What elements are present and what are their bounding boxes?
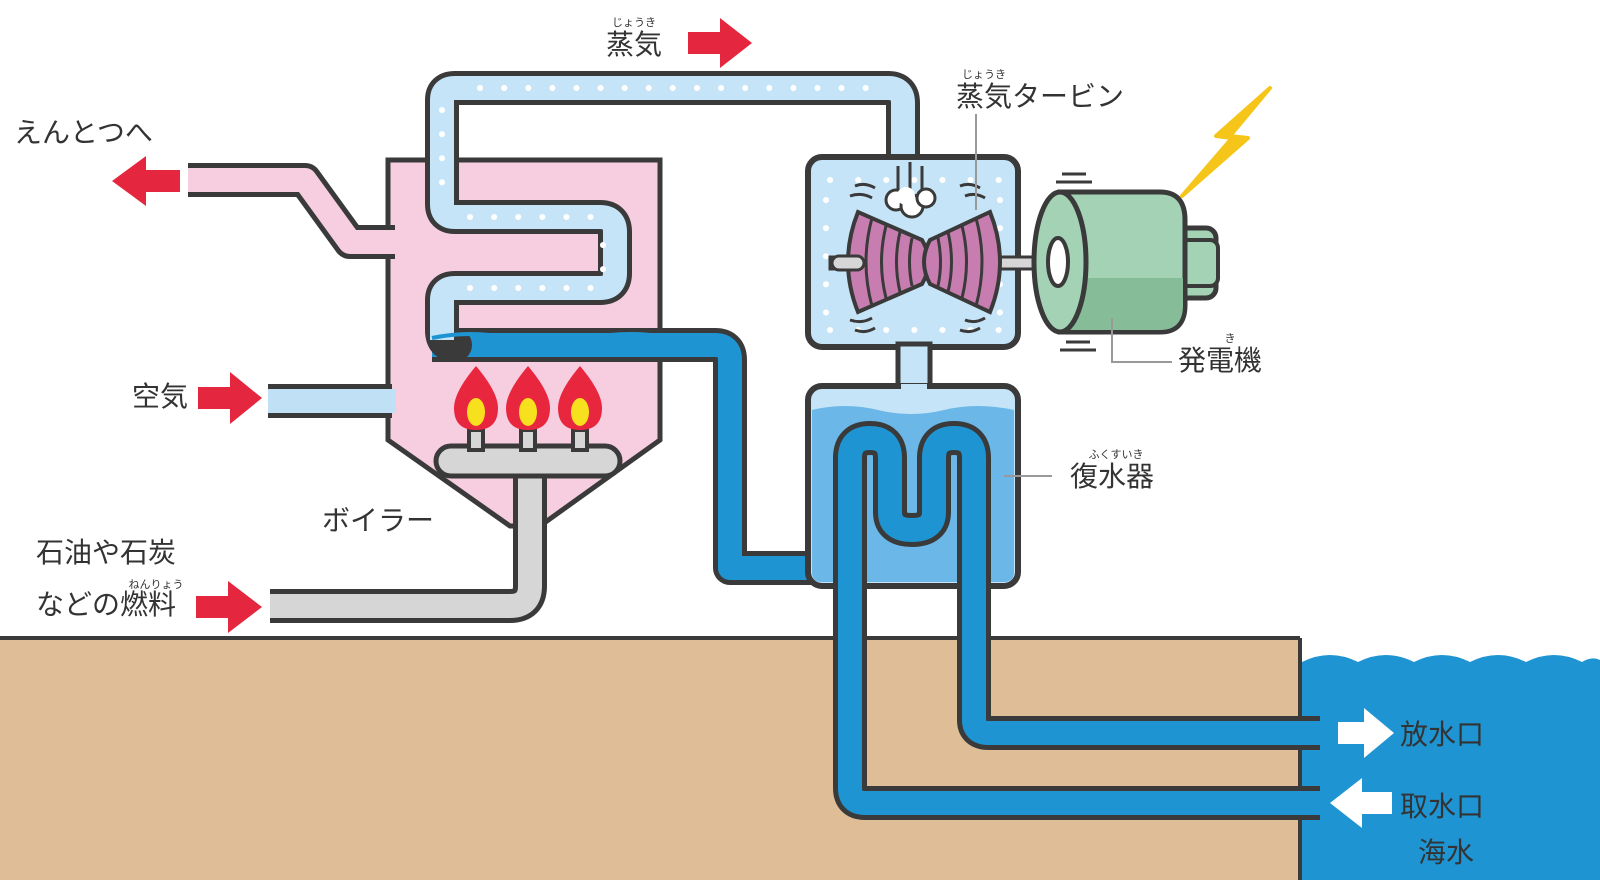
boiler-label: ボイラー bbox=[322, 504, 434, 537]
fuel-pipe-fill bbox=[270, 462, 542, 618]
lightning-icon bbox=[1180, 86, 1272, 198]
steam-ruby: じょうき bbox=[612, 16, 656, 29]
chimney-duct-fill bbox=[188, 168, 398, 254]
burner-nozzle-2 bbox=[519, 428, 537, 452]
air-duct-fill bbox=[268, 389, 396, 413]
turbine-motion-lines bbox=[849, 182, 986, 334]
flame-icon bbox=[454, 366, 602, 430]
cooling-pipe-fill bbox=[838, 426, 1320, 815]
burner-nozzle-1 bbox=[467, 428, 485, 452]
fuel-label-line1: 石油や石炭 bbox=[36, 536, 176, 569]
ground bbox=[0, 638, 1300, 880]
generator bbox=[1031, 172, 1220, 352]
arrow-left-icon bbox=[112, 156, 180, 206]
steam-label: 蒸気 bbox=[606, 28, 662, 61]
condenser-label: 復水器 bbox=[1070, 460, 1154, 493]
steam-puff-icon bbox=[884, 162, 937, 219]
generator-ruby: き bbox=[1225, 332, 1236, 345]
outlet-label: 放水口 bbox=[1400, 718, 1484, 751]
arrow-right-icon bbox=[1338, 708, 1394, 758]
turbine-rotor bbox=[830, 209, 1002, 315]
leader-generator bbox=[1111, 318, 1172, 363]
seawater-label: 海水 bbox=[1418, 836, 1474, 869]
chimney-label: えんとつへ bbox=[14, 116, 153, 149]
arrow-right-icon bbox=[688, 18, 752, 68]
fuel-label-line2: などの燃料 bbox=[36, 588, 176, 621]
fuel-ruby: ねんりょう bbox=[129, 578, 184, 591]
generator-label: 発電機 bbox=[1178, 344, 1262, 377]
condenser-neck-cover bbox=[901, 384, 927, 392]
turbine-ruby: じょうき bbox=[962, 68, 1006, 81]
arrow-left-icon bbox=[1330, 778, 1392, 828]
intake-label: 取水口 bbox=[1400, 790, 1484, 823]
condenser-ruby: ふくすいき bbox=[1089, 448, 1144, 461]
turbine-label: 蒸気タービン bbox=[956, 80, 1124, 113]
air-label: 空気 bbox=[132, 380, 188, 413]
arrow-right-icon bbox=[196, 581, 262, 633]
turbine-housing-bubbles bbox=[823, 177, 1003, 333]
feedwater-pipe-fill bbox=[432, 333, 840, 580]
sea bbox=[1302, 655, 1600, 880]
arrow-right-icon bbox=[198, 372, 262, 424]
boiler-water-surface bbox=[431, 332, 671, 344]
burner-nozzle-3 bbox=[571, 428, 589, 452]
